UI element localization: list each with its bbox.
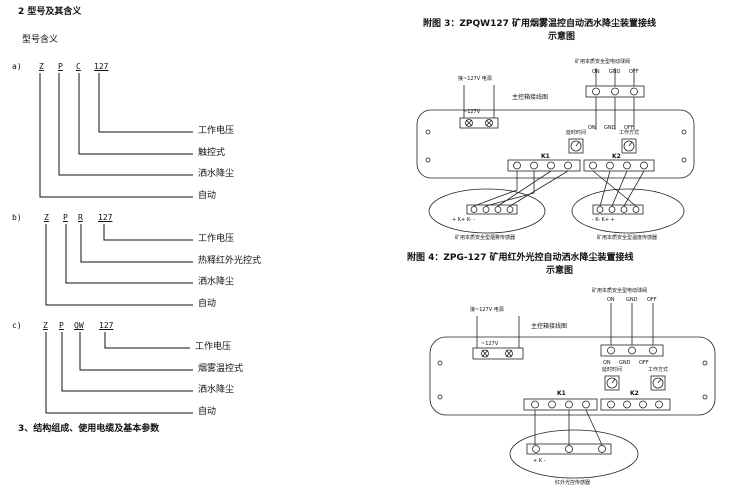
fig3-sensor1-label: 矿用本质安全型烟雾传感器 [455, 235, 516, 241]
fig4-valve-label: 矿用本质安全型电动球阀 [592, 288, 648, 294]
item-a-label: a) [12, 62, 22, 71]
fig4-knob1-label: 延时时间 [602, 367, 623, 373]
a-code-z: Z [39, 62, 44, 71]
fig3-sensor1-terms: + K+ K- - [452, 217, 475, 223]
a-desc-dust: 洒水降尘 [198, 169, 235, 179]
a-code-c: C [76, 62, 81, 71]
fig4-k1: K1 [557, 390, 566, 397]
fig4-valve-on: ON [607, 297, 615, 303]
c-desc-auto: 自动 [198, 407, 217, 417]
c-code-p: P [59, 321, 64, 330]
fig3-sensor2-label: 矿用本质安全型温度传感器 [597, 235, 658, 241]
fig4-sensor-terms: + K - [533, 458, 546, 464]
b-code-r: R [78, 213, 83, 222]
fig3-power-volt: ~127V [463, 109, 481, 115]
fig4-valve-off: OFF [647, 297, 657, 303]
fig3-power-label: 接~127V 电源 [458, 76, 492, 82]
fig3-valve-gnd: GND [609, 69, 621, 75]
a-desc-auto: 自动 [198, 191, 217, 201]
fig3-k2: K2 [612, 153, 621, 160]
fig4-knob-gnd: GND [619, 360, 631, 366]
section2-title: 2 型号及其含义 [18, 7, 82, 17]
item-b-label: b) [12, 213, 22, 222]
fig3-knob-off: OFF [624, 125, 634, 131]
c-code-127: 127 [99, 321, 114, 330]
c-desc-voltage: 工作电压 [195, 342, 232, 352]
a-desc-type: 触控式 [198, 148, 226, 158]
b-desc-type: 热释红外光控式 [198, 256, 262, 266]
fig3-knob-on: ON [588, 125, 596, 131]
fig4-power-label: 接~127V 电源 [470, 307, 504, 313]
section3-title: 3、结构组成、使用电缆及基本参数 [18, 424, 160, 434]
b-desc-dust: 洒水降尘 [198, 277, 235, 287]
a-code-127: 127 [94, 62, 109, 71]
b-code-p: P [63, 213, 68, 222]
fig3-knob1-label: 延时时间 [566, 130, 587, 136]
b-code-127: 127 [98, 213, 113, 222]
fig3-sensor2-terms: - K- K+ + [592, 217, 615, 223]
fig4-knob-off: OFF [639, 360, 649, 366]
b-code-z: Z [44, 213, 49, 222]
fig4-power-volt: ~127V [481, 341, 499, 347]
item-c-label: c) [12, 321, 22, 330]
model-meaning-heading: 型号含义 [22, 35, 59, 45]
fig3-k1: K1 [541, 153, 550, 160]
fig3-title-line2: 示意图 [548, 32, 576, 42]
fig4-knob2-label: 工作方式 [648, 367, 669, 373]
fig3-title-line1: 附图 3：ZPQW127 矿用烟雾温控自动洒水降尘装置接线 [423, 19, 657, 29]
fig3-knob-gnd: GND [604, 125, 616, 131]
b-desc-voltage: 工作电压 [198, 234, 235, 244]
c-code-z: Z [43, 321, 48, 330]
b-desc-auto: 自动 [198, 299, 217, 309]
fig4-box-label: 主控箱接线图 [531, 323, 568, 330]
fig3-knob2-label: 工作方式 [619, 130, 640, 136]
fig3-box-label: 主控箱接线图 [512, 94, 549, 101]
fig4-knob-on: ON [603, 360, 611, 366]
c-desc-dust: 洒水降尘 [198, 385, 235, 395]
fig4-valve-gnd: GND [626, 297, 638, 303]
fig4-k2: K2 [630, 390, 639, 397]
fig3-valve-off: OFF [629, 69, 639, 75]
fig4-title-line1: 附图 4：ZPG-127 矿用红外光控自动洒水降尘装置接线 [407, 253, 634, 263]
c-code-qw: QW [74, 321, 84, 330]
fig3-valve-on: ON [592, 69, 600, 75]
fig4-title-line2: 示意图 [546, 266, 574, 276]
a-code-p: P [58, 62, 63, 71]
fig3-valve-label: 矿用本质安全型电动球阀 [575, 59, 631, 65]
fig4-sensor-label: 红外光控传感器 [555, 480, 591, 486]
a-desc-voltage: 工作电压 [198, 126, 235, 136]
c-desc-type: 烟雾温控式 [198, 364, 244, 374]
